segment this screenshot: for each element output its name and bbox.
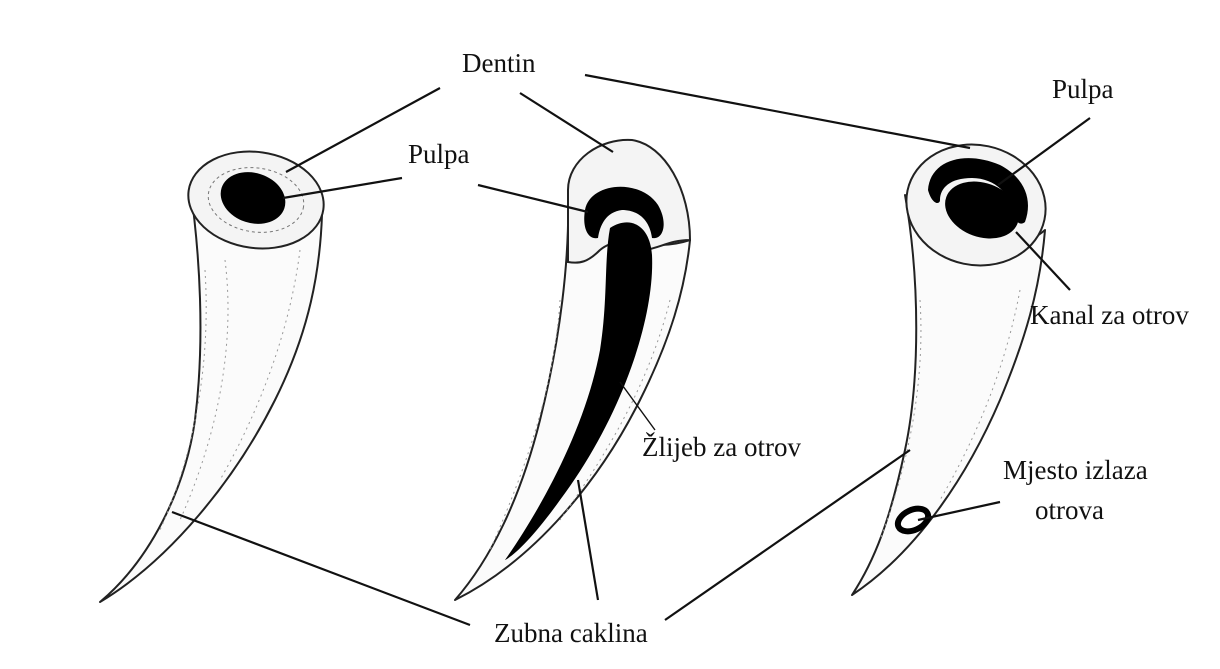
label-zlijeb-za-otrov: Žlijeb za otrov [642,432,801,462]
label-zubna-caklina: Zubna caklina [494,618,648,648]
label-mjesto-izlaza-line2: otrova [1035,495,1104,525]
labels: Dentin Pulpa Pulpa Kanal za otrov Žlijeb… [408,48,1189,648]
tooth-right [852,132,1057,595]
label-pulpa-left: Pulpa [408,139,470,169]
leader-zubna-middle [578,480,598,600]
label-pulpa-right: Pulpa [1052,74,1114,104]
label-kanal-za-otrov: Kanal za otrov [1030,300,1189,330]
leader-zubna-right [665,450,910,620]
tooth-left-body [100,185,322,602]
label-mjesto-izlaza-line1: Mjesto izlaza [1003,455,1148,485]
leader-dentin-right [585,75,970,148]
leader-zubna-left [172,512,470,625]
leader-dentin-middle [520,93,613,152]
label-dentin: Dentin [462,48,536,78]
tooth-left [100,143,330,602]
leader-pulpa-right [998,118,1090,185]
